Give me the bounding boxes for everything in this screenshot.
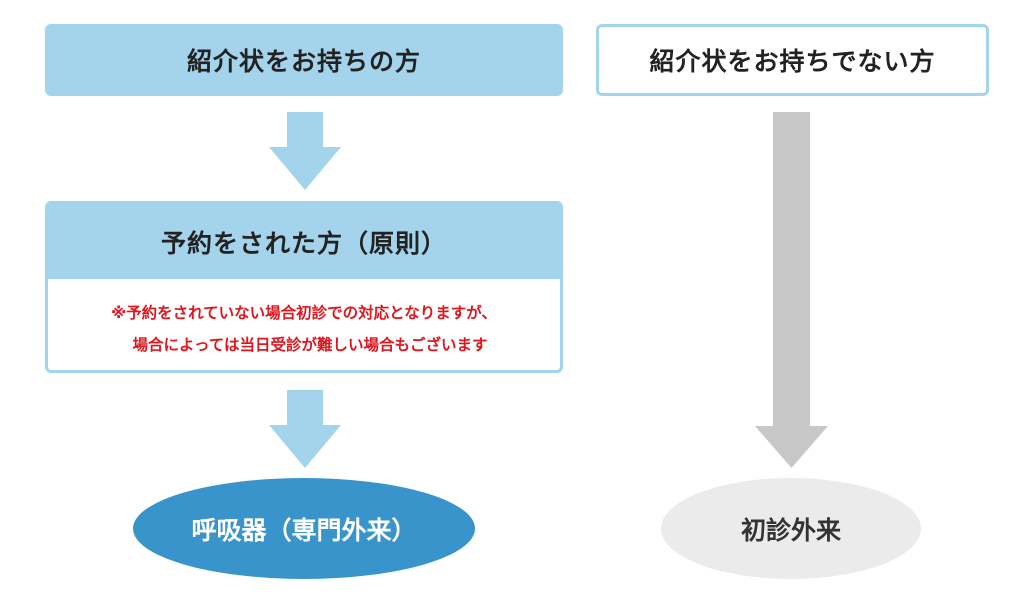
reservation-title: 予約をされた方（原則） <box>48 204 560 279</box>
reservation-box: 予約をされた方（原則） ※予約をされていない場合初診での対応となりますが、 場合… <box>45 201 563 373</box>
referral-holder-label: 紹介状をお持ちの方 <box>186 47 421 76</box>
initial-outpatient-label: 初診外来 <box>740 515 841 545</box>
specialist-outpatient-label: 呼吸器（専門外来） <box>191 515 417 545</box>
initial-outpatient-ellipse: 初診外来 <box>661 478 921 579</box>
arrow-down-icon <box>269 112 341 190</box>
reservation-note: ※予約をされていない場合初診での対応となりますが、 場合によっては当日受診が難し… <box>48 279 560 361</box>
reservation-note-line-2: 場合によっては当日受診が難しい場合もございます <box>132 336 488 354</box>
referral-holder-box: 紹介状をお持ちの方 <box>45 24 563 96</box>
reservation-title-label: 予約をされた方（原則） <box>160 228 447 258</box>
arrow-down-icon <box>269 390 341 468</box>
specialist-outpatient-ellipse: 呼吸器（専門外来） <box>133 478 475 579</box>
no-referral-box: 紹介状をお持ちでない方 <box>596 24 989 96</box>
arrow-down-icon <box>755 112 828 468</box>
no-referral-label: 紹介状をお持ちでない方 <box>649 47 936 76</box>
reservation-note-line-1: ※予約をされていない場合初診での対応となりますが、 <box>111 304 497 322</box>
